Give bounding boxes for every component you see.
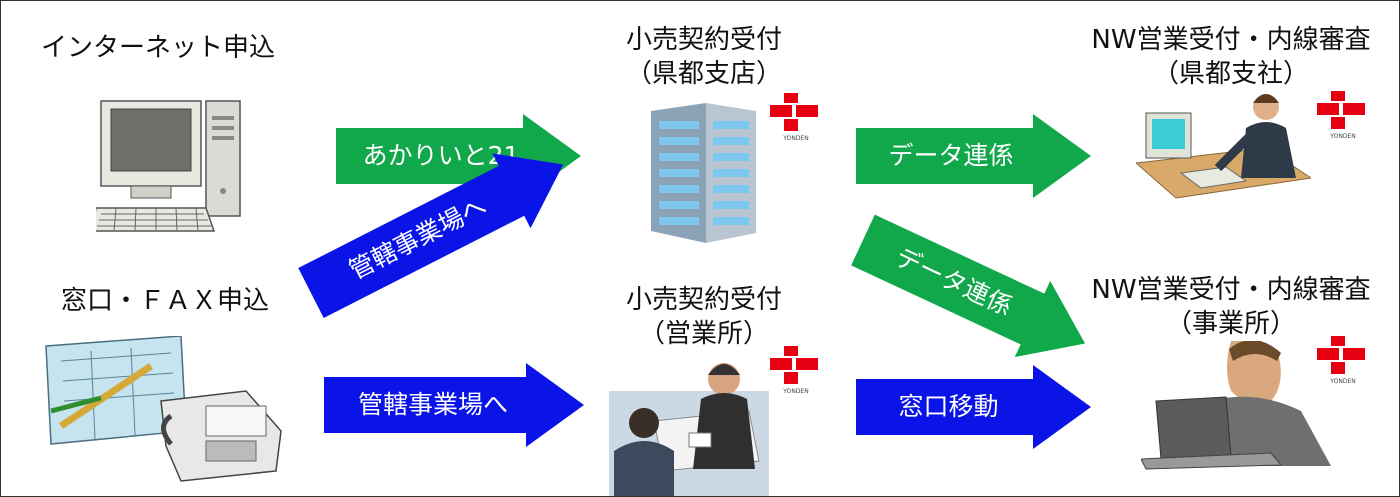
nw-branch-label: NW営業受付・内線審査（県都支社） [1091,25,1371,89]
fax-documents-icon [45,336,282,482]
company-logo-icon: YONDEN [1313,91,1373,147]
internet-application-label: インターネット申込 [41,33,276,63]
arrow-akariito21: あかりいと21 [336,114,581,198]
arrow-data-link: データ連係 [856,114,1091,198]
desktop-computer-icon [96,100,241,232]
akariito21-label: あかりいと21 [362,141,520,170]
counter-fax-application-label: 窓口・ＦＡＸ申込 [61,286,270,316]
company-logo-icon: YONDEN [766,93,826,149]
company-logo-icon: YONDEN [1313,336,1373,392]
jurisdiction-label: 管轄事業場へ [357,390,508,419]
arrow-jurisdiction: 管轄事業場へ [324,363,584,447]
nw-office-label: NW営業受付・内線審査（事業所） [1091,275,1371,339]
data-link-label: データ連係 [888,141,1014,170]
meeting-people-icon [609,363,769,496]
data-link-diagonal-label: データ連係 [891,242,1017,322]
company-logo-icon: YONDEN [766,346,826,402]
laptop-worker-icon [1141,341,1331,470]
retail-office-label: 小売契約受付（営業所） [625,285,782,349]
office-building-icon [651,103,756,243]
arrow-counter-transfer: 窓口移動 [856,365,1091,449]
arrow-data-link-diagonal: データ連係 [845,202,1103,382]
desk-worker-icon [1136,94,1311,199]
retail-branch-label: 小売契約受付（県都支店） [625,25,782,89]
counter-transfer-label: 窓口移動 [898,392,999,421]
